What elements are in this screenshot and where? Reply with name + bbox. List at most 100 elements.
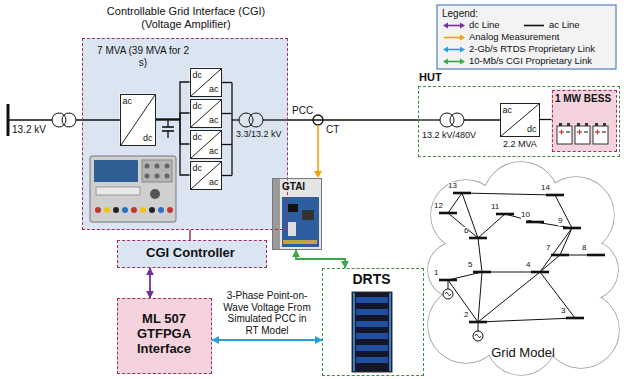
grid-line bbox=[540, 228, 572, 272]
rack-light bbox=[389, 293, 391, 371]
bus-bar bbox=[453, 192, 471, 195]
chip bbox=[288, 222, 296, 236]
wire bbox=[263, 119, 288, 120]
converter-box: ac dc bbox=[500, 103, 540, 137]
arrow-head bbox=[460, 58, 465, 64]
minus-sign bbox=[602, 131, 606, 132]
rack-light bbox=[353, 293, 355, 371]
grid-line bbox=[555, 195, 572, 228]
terminal-jack bbox=[167, 207, 173, 213]
node-fill bbox=[190, 130, 222, 159]
bus-number: 2 bbox=[464, 311, 468, 320]
card-faceplate bbox=[273, 179, 280, 249]
node-title: 1 MW BESS bbox=[554, 93, 613, 105]
bus-number: 14 bbox=[541, 184, 550, 193]
legend-text: 2-Gb/s RTDS Proprietary Link bbox=[469, 44, 595, 54]
transformer-symbol bbox=[249, 113, 263, 127]
node-title: HUT bbox=[419, 71, 442, 84]
rtds-rack bbox=[352, 292, 392, 372]
interface-box: ML 507 GTFPGA Interface bbox=[117, 298, 212, 374]
legend-text: Analog Measurement bbox=[469, 32, 559, 42]
transformer-symbol bbox=[450, 113, 464, 127]
node-title: CGI Controller bbox=[118, 246, 263, 261]
bus-number: 8 bbox=[582, 244, 586, 253]
node-text: ac bbox=[209, 84, 219, 94]
grid-model-cloud: Grid Model bbox=[426, 160, 620, 377]
node-text: ac bbox=[209, 146, 219, 156]
wire bbox=[231, 83, 232, 176]
diagonal-line bbox=[121, 95, 155, 145]
connector bbox=[189, 230, 191, 240]
wire bbox=[8, 119, 52, 120]
voltage-label: 13.2 kV bbox=[12, 124, 46, 135]
chip bbox=[302, 210, 314, 220]
bus-bar bbox=[551, 254, 569, 257]
bus-bar bbox=[526, 221, 544, 224]
node-text: ac bbox=[209, 115, 219, 125]
legend-sample bbox=[442, 45, 466, 54]
rack-module bbox=[356, 333, 388, 339]
node-fill bbox=[418, 86, 620, 157]
legend-sample bbox=[442, 57, 466, 66]
wire bbox=[222, 82, 232, 83]
generator-tilde bbox=[475, 334, 481, 338]
battery-terminal bbox=[577, 123, 580, 126]
node-title: ac bbox=[503, 105, 513, 115]
terminal-jack bbox=[95, 207, 101, 213]
node-title: dc bbox=[193, 101, 203, 111]
controller-box: CGI Controller bbox=[117, 240, 267, 268]
legend-text: dc Line bbox=[469, 20, 500, 30]
bus-bar bbox=[563, 227, 581, 230]
sensor-label: CT bbox=[326, 124, 339, 135]
connector bbox=[288, 119, 418, 121]
node-fill bbox=[426, 160, 620, 377]
battery-symbol bbox=[557, 126, 572, 144]
bus-number: 13 bbox=[448, 182, 457, 191]
rack-module bbox=[356, 321, 388, 327]
grid-line bbox=[478, 272, 540, 322]
minus-sign bbox=[566, 131, 570, 132]
terminal-jack bbox=[113, 207, 119, 213]
transformer-rating: 13.2 kV/480V bbox=[422, 131, 476, 141]
node-text: dc bbox=[527, 124, 537, 134]
node-title: dc bbox=[193, 70, 203, 80]
connector bbox=[156, 82, 190, 120]
keypad-button bbox=[145, 174, 150, 179]
gtai-card: GTAI bbox=[272, 178, 322, 250]
node-fill bbox=[117, 298, 212, 374]
diagonal-line bbox=[501, 104, 539, 136]
converter-box: dcac bbox=[190, 68, 222, 97]
connector bbox=[296, 250, 345, 268]
node-fill bbox=[190, 99, 222, 128]
rack-module bbox=[356, 309, 388, 315]
chip bbox=[288, 204, 298, 212]
battery-symbol bbox=[593, 126, 608, 144]
test-set-screen bbox=[94, 160, 138, 182]
diagonal-line bbox=[191, 131, 221, 158]
legend-entry: dc Line bbox=[442, 20, 500, 30]
grid-line bbox=[478, 238, 482, 272]
bus-number: 4 bbox=[526, 261, 530, 270]
grid-line bbox=[448, 280, 478, 322]
analog-line bbox=[317, 125, 319, 171]
battery-symbol bbox=[575, 126, 590, 144]
arrow-head bbox=[460, 34, 465, 40]
arrow-head bbox=[443, 22, 448, 28]
legend-sample bbox=[522, 21, 546, 30]
battery-terminal bbox=[567, 123, 570, 126]
node-title: ac bbox=[123, 96, 133, 106]
terminal-jack bbox=[104, 207, 110, 213]
node-title: Grid Model bbox=[426, 346, 620, 361]
bus-bar bbox=[473, 271, 491, 274]
wire bbox=[464, 119, 500, 120]
battery-terminal bbox=[603, 123, 606, 126]
node-text: dc bbox=[143, 133, 153, 143]
grid-line bbox=[478, 272, 482, 322]
rack-module bbox=[356, 357, 388, 363]
arrow-head bbox=[460, 22, 465, 28]
legend-sample bbox=[442, 33, 466, 42]
battery-terminal bbox=[585, 123, 588, 126]
keypad-button bbox=[145, 164, 150, 169]
arrow-head bbox=[443, 58, 448, 64]
